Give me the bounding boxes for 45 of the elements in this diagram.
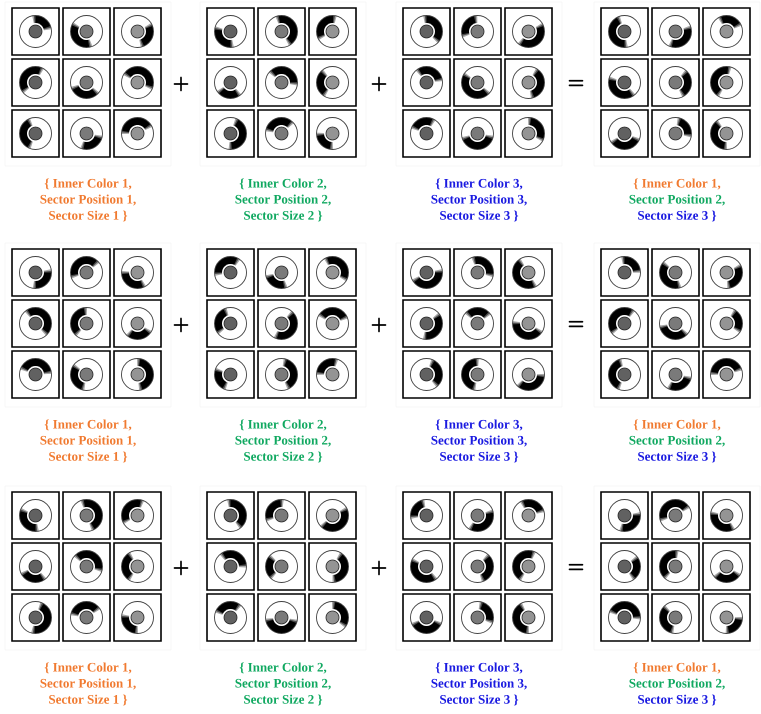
caption-line: Sector Size 3 } bbox=[440, 694, 518, 706]
caption-line: Sector Size 1 } bbox=[49, 452, 128, 462]
caption-line: Sector Size 2 } bbox=[244, 694, 322, 706]
caption-line: Sector Position 2, bbox=[630, 678, 725, 690]
caption-line: Sector Position 3, bbox=[432, 194, 527, 206]
caption-line: { Inner Color 3, bbox=[436, 178, 522, 190]
operator-sign: + bbox=[174, 560, 188, 576]
caption-line: { Inner Color 1, bbox=[634, 419, 720, 430]
caption-line: { Inner Color 1, bbox=[44, 662, 132, 674]
operator-sign: + bbox=[372, 76, 386, 92]
caption-line: { Inner Color 2, bbox=[240, 178, 326, 190]
caption-line: Sector Size 1 } bbox=[49, 694, 128, 706]
operator-sign: + bbox=[372, 560, 386, 576]
caption-line: Sector Size 3 } bbox=[638, 452, 716, 462]
caption-line: Sector Position 2, bbox=[630, 435, 725, 446]
caption-line: Sector Size 3 } bbox=[638, 210, 716, 222]
operator-sign: + bbox=[174, 76, 188, 92]
caption-line: Sector Position 2, bbox=[236, 435, 331, 446]
caption-line: Sector Size 1 } bbox=[49, 210, 128, 222]
caption-line: { Inner Color 1, bbox=[44, 178, 132, 190]
caption-line: { Inner Color 3, bbox=[436, 419, 522, 430]
caption-line: Sector Size 3 } bbox=[638, 694, 716, 706]
caption-line: Sector Size 3 } bbox=[440, 452, 518, 462]
caption-line: Sector Position 2, bbox=[236, 194, 331, 206]
operator-sign: + bbox=[372, 318, 386, 332]
caption-line: { Inner Color 2, bbox=[240, 662, 326, 674]
caption-line: Sector Position 3, bbox=[432, 678, 527, 690]
caption-line: Sector Position 1, bbox=[40, 678, 136, 690]
caption-line: { Inner Color 1, bbox=[634, 662, 720, 674]
caption-line: { Inner Color 3, bbox=[436, 662, 522, 674]
operator-sign: = bbox=[568, 564, 584, 570]
caption-line: Sector Size 3 } bbox=[440, 210, 518, 222]
operator-sign: = bbox=[568, 80, 584, 86]
operator-sign: + bbox=[174, 318, 188, 332]
caption-line: Sector Position 3, bbox=[432, 435, 527, 446]
caption-line: Sector Size 2 } bbox=[244, 452, 322, 462]
caption-line: Sector Size 2 } bbox=[244, 210, 322, 222]
caption-line: Sector Position 1, bbox=[40, 194, 136, 206]
caption-line: Sector Position 1, bbox=[40, 435, 136, 446]
caption-line: { Inner Color 2, bbox=[240, 419, 326, 430]
caption-line: { Inner Color 1, bbox=[634, 178, 720, 190]
caption-line: Sector Position 2, bbox=[236, 678, 331, 690]
caption-line: { Inner Color 1, bbox=[44, 419, 132, 430]
operator-sign: = bbox=[568, 320, 584, 328]
caption-line: Sector Position 2, bbox=[630, 194, 725, 206]
